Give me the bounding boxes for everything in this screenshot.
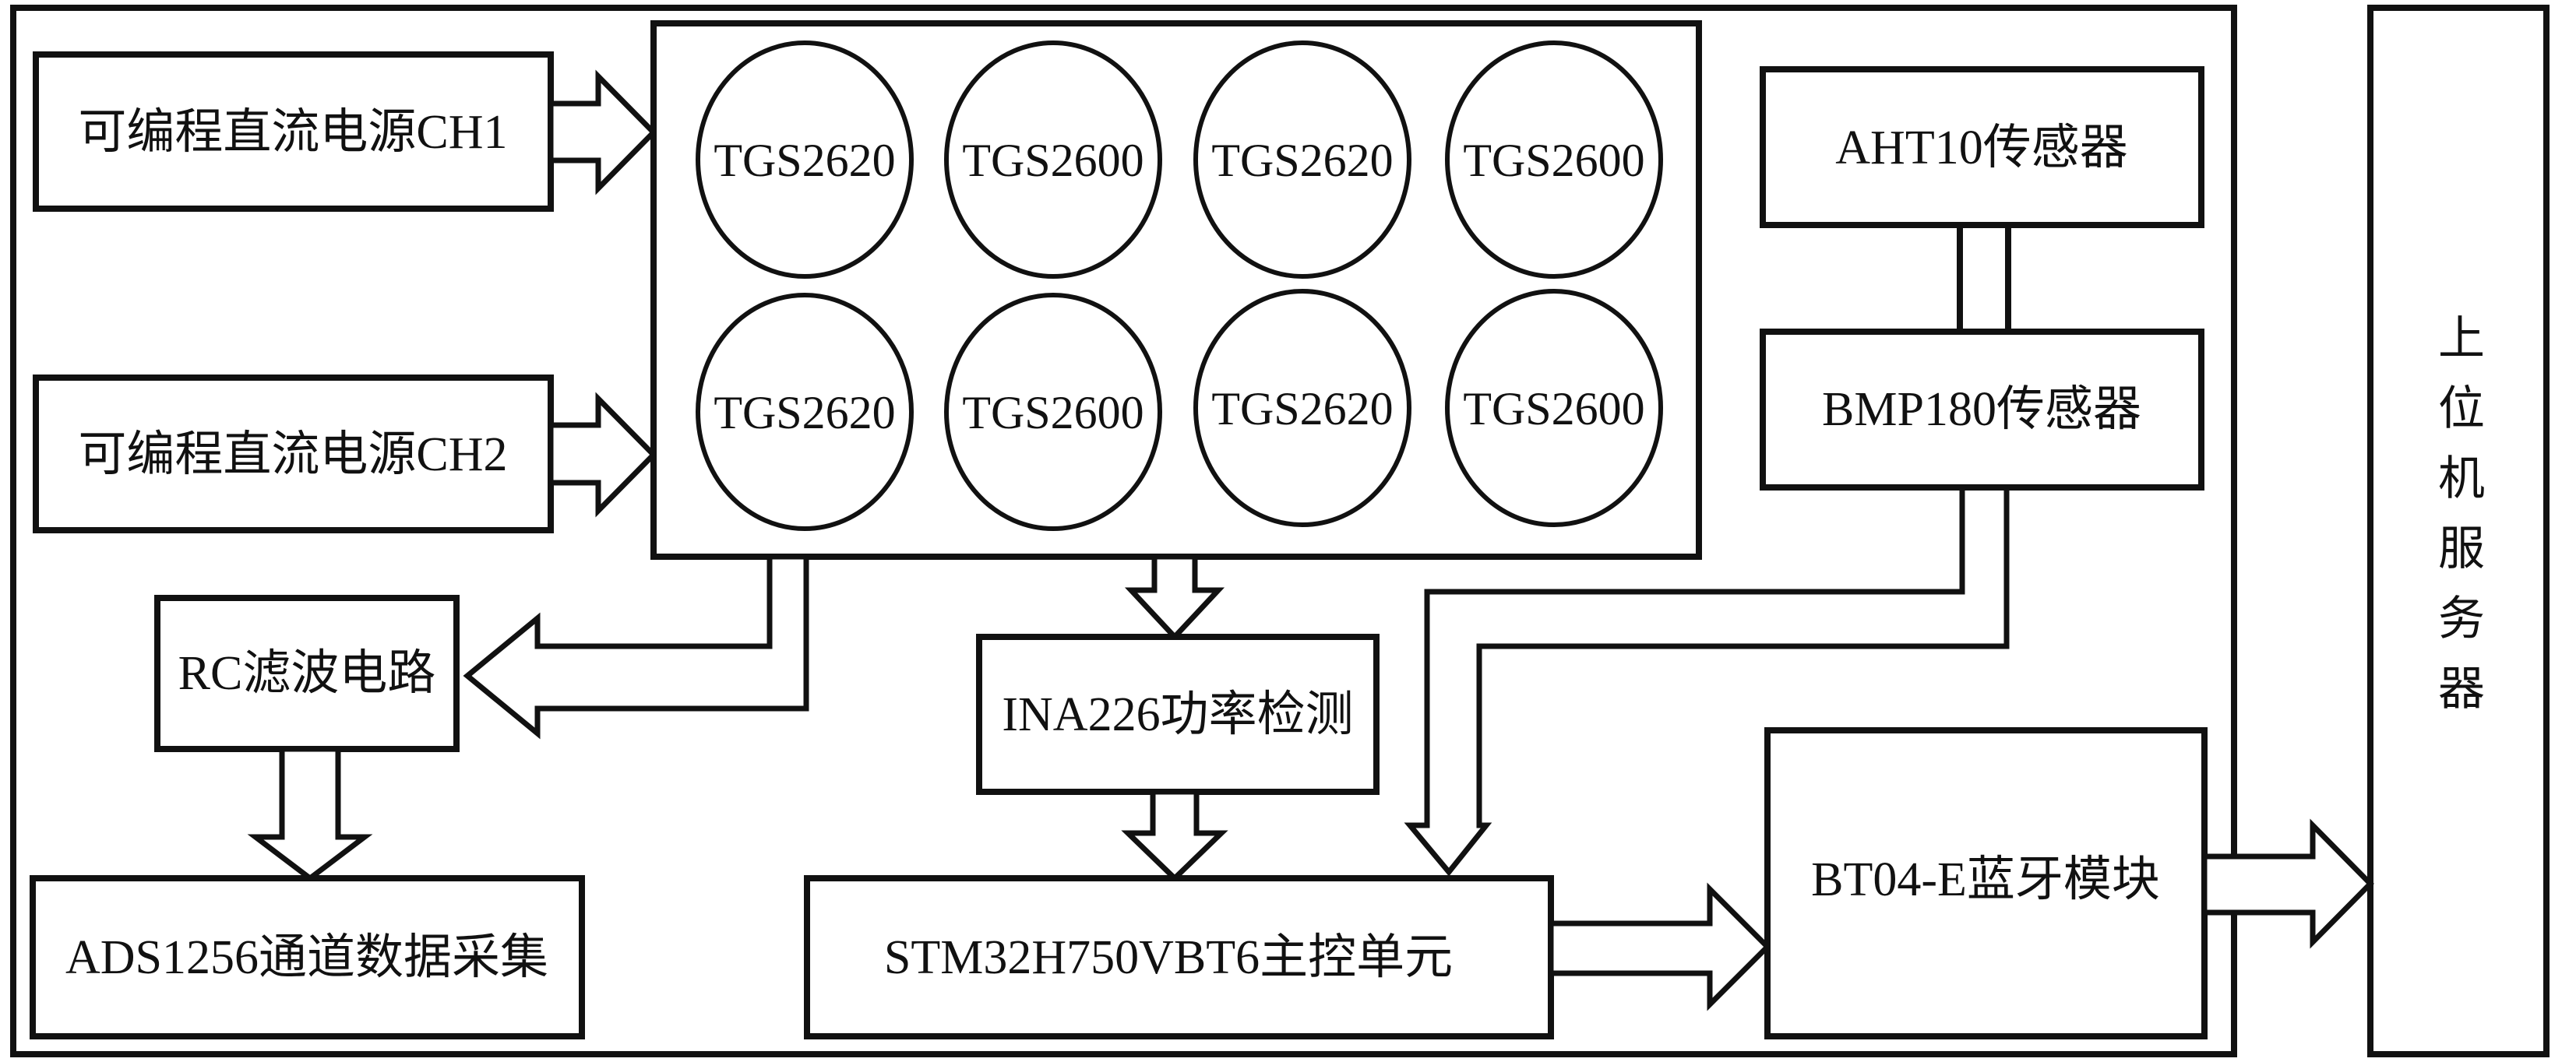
server-label-char: 机 [2438,453,2485,505]
server-label-char: 上 [2438,313,2485,364]
adc-box [30,875,585,1039]
aht10-box [1760,66,2204,228]
sensor-label: TGS2600 [1463,383,1644,434]
sensor-label: TGS2620 [1211,383,1393,434]
arrow-array-to-ina226 [1124,554,1225,642]
aht10-label: AHT10传感器 [1835,121,2127,174]
sensor-label: TGS2600 [962,387,1144,438]
rc-filter-box [154,595,460,752]
server-label-char: 服 [2438,523,2485,575]
sensor-label: TGS2620 [714,387,895,438]
server-label-char: 位 [2438,383,2485,434]
mcu-label: STM32H750VBT6主控单元 [884,931,1453,984]
server-label-char: 器 [2438,663,2485,715]
sensor-label: TGS2620 [1211,135,1393,186]
arrow-array-to-rc [463,554,809,740]
sensor-ellipse [1445,40,1663,279]
sensor-ellipse [944,40,1162,279]
arrow-ina226-to-mcu [1121,789,1228,882]
ina226-label: INA226功率检测 [1002,688,1353,741]
bluetooth-label: BT04-E蓝牙模块 [1811,853,2160,906]
sensor-ellipse [1193,289,1411,527]
arrow-mcu-to-bluetooth [1548,882,1771,1011]
bmp180-box [1760,329,2204,491]
sensor-label: TGS2600 [962,135,1144,186]
sensor-ellipse [1193,40,1411,279]
arrow-ch1-to-array [548,69,657,195]
adc-label: ADS1256通道数据采集 [65,931,548,984]
arrow-rc-to-adc [247,746,373,882]
sensor-array: TGS2620 TGS2600 TGS2620 TGS2600 TGS2620 … [696,40,1663,531]
mcu-box [804,875,1554,1039]
arrow-bluetooth-to-server [2201,818,2374,949]
server-label: 上 位 机 服 务 器 [2438,313,2485,715]
server-panel [2367,5,2550,1057]
rc-filter-label: RC滤波电路 [178,647,436,700]
bmp180-label: BMP180传感器 [1822,383,2141,436]
sensor-label: TGS2620 [714,135,895,186]
sensor-ellipse [1445,289,1663,527]
arrow-bmp180-to-mcu [1404,484,2010,877]
sensor-label: TGS2600 [1463,135,1644,186]
arrow-ch2-to-array [548,392,657,518]
sensor-ellipse [696,293,914,531]
power-ch1-label: 可编程直流电源CH1 [78,106,507,159]
aht10-bmp180-link [1957,222,2011,335]
power-ch2-label: 可编程直流电源CH2 [78,428,507,481]
power-ch1-box [33,51,554,212]
sensor-ellipse [944,293,1162,531]
server-label-char: 务 [2438,593,2485,645]
sensor-ellipse [696,40,914,279]
